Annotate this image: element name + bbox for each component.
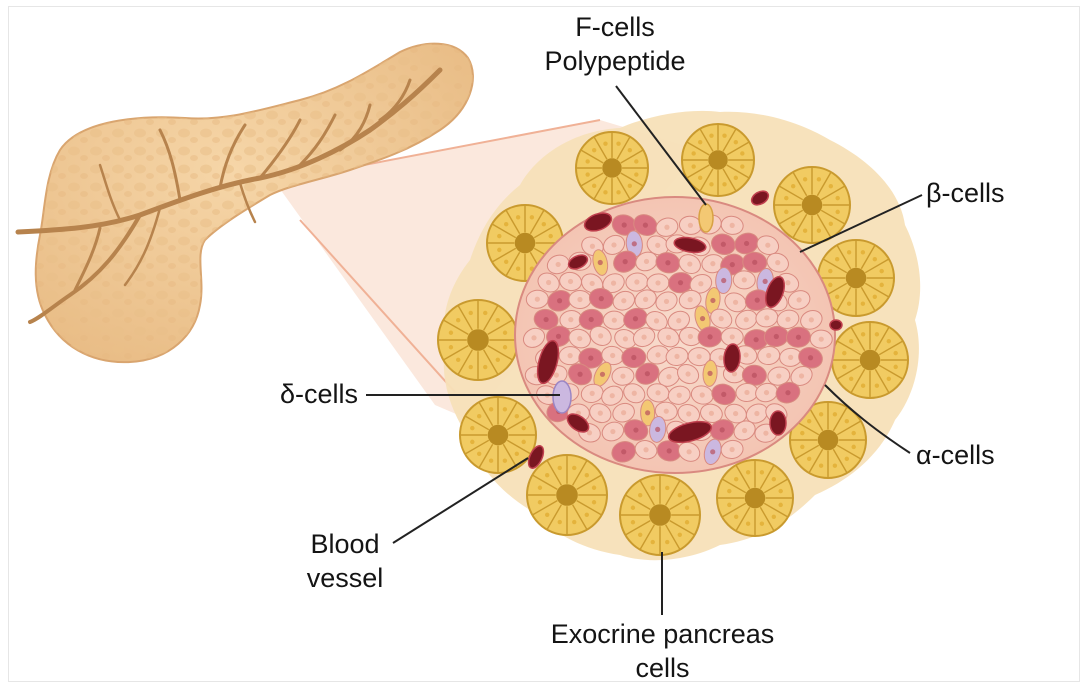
- acinus: [832, 322, 908, 398]
- beta-cells-label: β-cells: [926, 176, 1005, 210]
- blood-vessel: [830, 320, 842, 330]
- blood-vessel-label-line1: Blood: [290, 527, 400, 561]
- acinus: [682, 124, 754, 196]
- acinus: [438, 300, 518, 380]
- exocrine-label-line2: cells: [510, 651, 815, 685]
- beta-cell: [810, 330, 832, 348]
- acinus: [527, 455, 607, 535]
- beta-cell: [733, 271, 755, 289]
- beta-cell: [603, 311, 626, 330]
- delta-cells-label: δ-cells: [230, 377, 358, 411]
- f-cells-label: F-cells Polypeptide: [520, 10, 710, 78]
- acinus: [460, 397, 536, 473]
- f-cell-highlight: [699, 204, 713, 232]
- delta-cell-highlight: [553, 381, 571, 413]
- leader-blood-vessel: [393, 458, 528, 543]
- exocrine-label: Exocrine pancreas cells: [510, 617, 815, 685]
- alpha-cells-label: α-cells: [916, 438, 995, 472]
- blood-vessel-label: Blood vessel: [290, 527, 400, 595]
- acinus: [774, 167, 850, 243]
- blood-vessel-label-line2: vessel: [290, 561, 400, 595]
- f-cells-label-line1: F-cells: [520, 10, 710, 44]
- acinus: [717, 460, 793, 536]
- beta-cell: [569, 290, 591, 308]
- acinus: [620, 475, 700, 555]
- exocrine-label-line1: Exocrine pancreas: [510, 617, 815, 651]
- acinus: [576, 132, 648, 204]
- blood-vessel: [770, 411, 786, 435]
- f-cells-label-line2: Polypeptide: [520, 44, 710, 78]
